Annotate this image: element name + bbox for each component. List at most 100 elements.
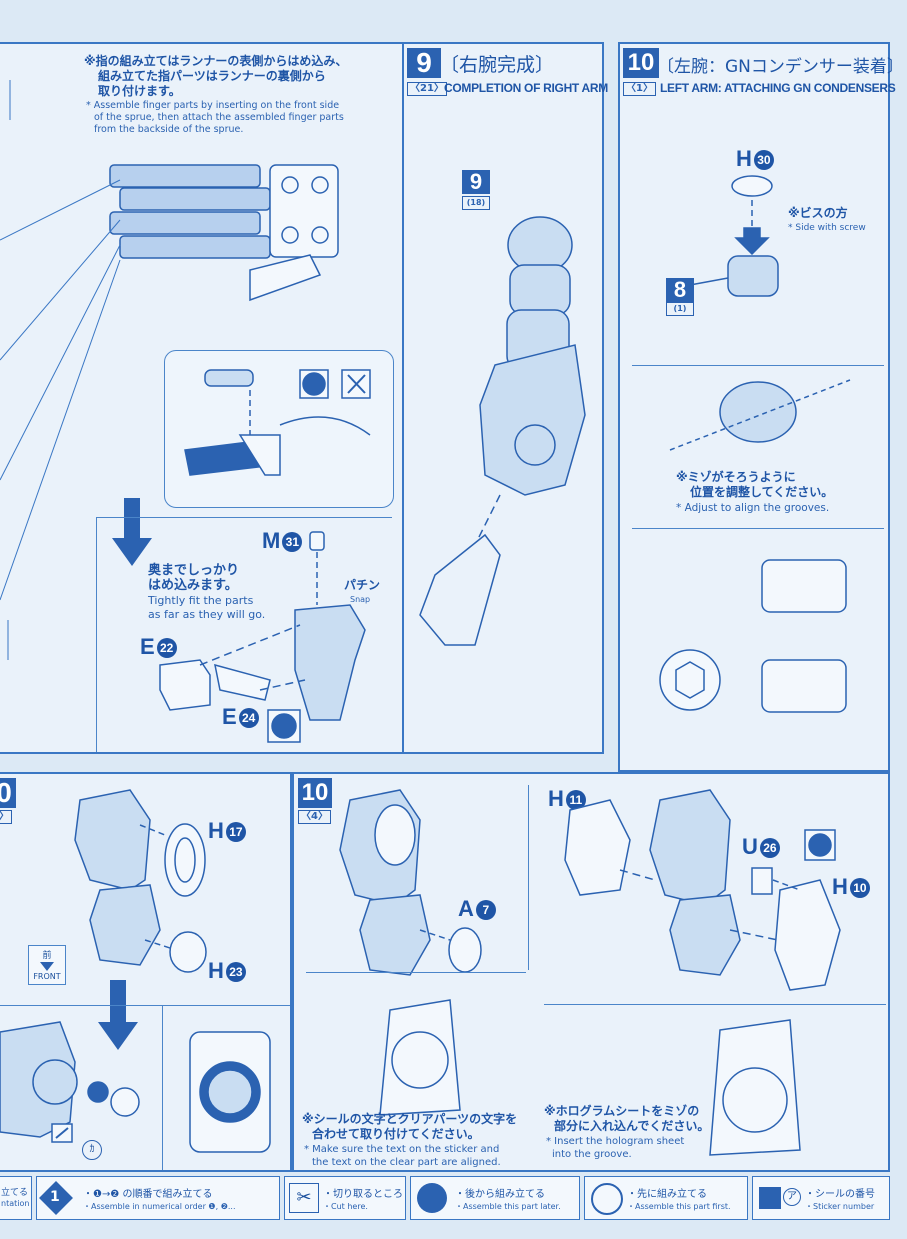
down-arrow-icon [112, 498, 152, 566]
legend-item2-en: ・Cut here. [323, 1202, 368, 1211]
assemble-first-icon [591, 1183, 623, 1215]
clear-note-en-1: * Make sure the text on the sticker and [304, 1144, 500, 1155]
step10b-divider-1 [306, 972, 526, 973]
finger-note-jp-3: 取り付けます。 [98, 84, 181, 98]
legend-item3-jp: ・後から組み立てる [455, 1189, 545, 1200]
sticker-number-symbol: ア [783, 1188, 801, 1206]
legend-item0-en: ntation [1, 1199, 30, 1208]
groove-note-jp-2: 位置を調整してください。 [690, 485, 834, 499]
bottom-left-step-qty: 〉 [0, 810, 12, 824]
step10-title-jp: 〔左腕：GNコンデンサー装着〕 [657, 57, 904, 77]
step9-title-en: COMPLETION OF RIGHT ARM [444, 81, 608, 95]
step10-number: 10 [623, 48, 659, 78]
finger-note-en-1: * Assemble finger parts by inserting on … [86, 100, 340, 111]
clear-note-jp-2: 合わせて取り付けてください。 [312, 1127, 480, 1141]
subdivider-2 [96, 517, 97, 752]
step10-qty: 〈1〉 [623, 82, 656, 96]
legend-item1-jp: ・❶→❷ の順番で組み立てる [83, 1189, 213, 1200]
step10b-qty: 〈4〉 [298, 810, 331, 824]
fit-note-jp-2: はめ込みます。 [148, 578, 238, 593]
step10-ref-number: 8 [666, 278, 694, 302]
front-arrow-icon [40, 962, 54, 971]
clear-note-en-2: the text on the clear part are aligned. [312, 1157, 501, 1168]
nipper-icon: ✂ [289, 1183, 319, 1213]
step9-title-jp: 〔右腕完成〕 [440, 54, 555, 76]
legend-item-first: ・先に組み立てる ・Assemble this part first. [584, 1176, 748, 1220]
hand-assembly-illustration [159, 531, 366, 743]
legend-item-order: 1 ・❶→❷ の順番で組み立てる ・Assemble in numerical … [36, 1176, 280, 1220]
sticker-icon [759, 1187, 781, 1209]
hologram-note-en-1: * Insert the hologram sheet [546, 1136, 685, 1147]
bottom-left-vdivider [162, 1005, 163, 1170]
hologram-note-jp-2: 部分に入れ込んでください。 [554, 1119, 710, 1133]
finger-note-en-3: from the backside of the sprue. [94, 124, 244, 135]
fit-note-en-1: Tightly fit the parts [148, 594, 254, 607]
sticker-circle-label: ｶ [82, 1140, 102, 1160]
inset-finger-illustration [184, 369, 371, 476]
front-label-jp: 前 [42, 951, 52, 961]
bottom-left-divider [0, 1005, 290, 1006]
legend-bar: 立てる ntation 1 ・❶→❷ の順番で組み立てる ・Assemble i… [0, 1176, 907, 1224]
step10b-illustrations [339, 789, 841, 1156]
screw-note-en: * Side with screw [788, 223, 866, 233]
snap-jp: パチン [344, 578, 381, 592]
legend-item5-jp: ・シールの番号 [805, 1189, 875, 1200]
assemble-later-icon [417, 1183, 447, 1213]
legend-item1-en: ・Assemble in numerical order ❶, ❷... [83, 1202, 236, 1211]
legend-item2-jp: ・切り取るところ [323, 1189, 403, 1200]
step10-ref-qty: (1) [666, 302, 694, 316]
legend-item-orientation: 立てる ntation [0, 1176, 32, 1220]
clear-note-jp-1: ※シールの文字とクリアパーツの文字を [302, 1112, 518, 1126]
legend-item-cut: ✂ ・切り取るところ ・Cut here. [284, 1176, 406, 1220]
forearm-sticker-illustration [0, 1021, 271, 1153]
leader-lines [0, 80, 121, 660]
step10b-vdivider [528, 785, 529, 970]
legend-item3-en: ・Assemble this part later. [455, 1202, 561, 1211]
legend-item-sticker: ア ・シールの番号 ・Sticker number [752, 1176, 890, 1220]
legend-item-later: ・後から組み立てる ・Assemble this part later. [410, 1176, 580, 1220]
left-forearm-illustration [74, 789, 207, 973]
finger-runner-illustration [109, 164, 339, 302]
right-arm-illustration [419, 216, 586, 646]
fit-note-jp-1: 奥までしっかり [148, 563, 240, 578]
fit-note-en-2: as far as they will go. [148, 608, 266, 621]
legend-item4-en: ・Assemble this part first. [627, 1202, 731, 1211]
front-label-box: 前 FRONT [28, 945, 66, 985]
screw-note-jp: ※ビスの方 [788, 206, 848, 220]
step9-qty: 〈21〉 [407, 82, 447, 96]
front-label-en: FRONT [33, 972, 61, 981]
finger-note-jp-2: 組み立てた指パーツはランナーの裏側から [98, 69, 326, 83]
hologram-note-en-2: into the groove. [552, 1149, 632, 1160]
groove-note-en: * Adjust to align the grooves. [676, 502, 830, 514]
groove-note-jp-1: ※ミゾがそろうように [676, 470, 796, 484]
order-number-icon: 1 [50, 1189, 60, 1205]
bottom-down-arrow-icon [98, 980, 138, 1050]
legend-item0-jp: 立てる [1, 1188, 29, 1198]
finger-note-jp-1: ※指の組み立てはランナーの表側からはめ込み、 [84, 54, 348, 68]
step10-divider-2 [632, 528, 884, 529]
step9-ref-qty: (18) [462, 196, 490, 210]
legend-item4-jp: ・先に組み立てる [627, 1189, 707, 1200]
snap-en: Snap [350, 595, 371, 604]
step9-number: 9 [407, 48, 441, 78]
subdivider-1 [96, 517, 392, 518]
hologram-note-jp-1: ※ホログラムシートをミゾの [544, 1104, 700, 1118]
step10-divider-1 [632, 365, 884, 366]
finger-note-en-2: of the sprue, then attach the assembled … [94, 112, 344, 123]
step9-ref-number: 9 [462, 170, 490, 194]
step10-title-en: LEFT ARM: ATTACHING GN CONDENSERS [660, 81, 896, 95]
legend-item5-en: ・Sticker number [805, 1202, 875, 1211]
gn-condenser-illustration [659, 175, 851, 713]
step10b-number: 10 [298, 778, 332, 808]
step10b-divider-2 [544, 1004, 886, 1005]
